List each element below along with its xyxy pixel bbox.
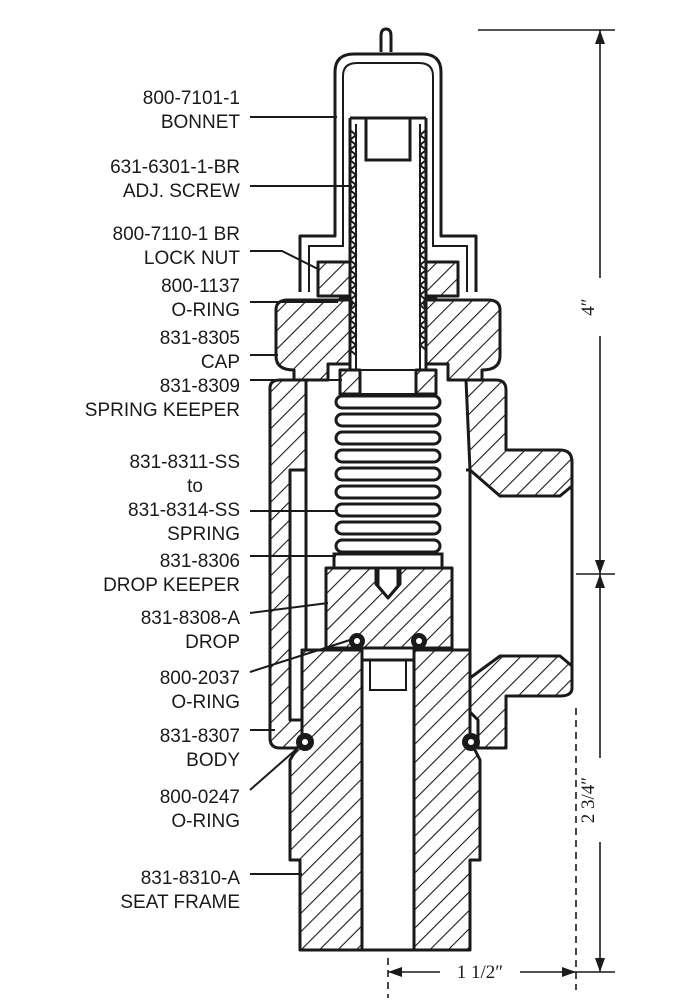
label-drop-keeper-number: 831-8306 [160, 551, 240, 572]
label-drop-keeper-name: DROP KEEPER [103, 575, 240, 596]
bonnet-shell [298, 27, 478, 292]
dimension-overall-height: 4″ [578, 298, 599, 315]
leader-lock-nut [250, 250, 321, 271]
label-spring-name: SPRING [167, 524, 240, 545]
label-drop-name: DROP [185, 632, 240, 653]
label-lock-nut-name: LOCK NUT [144, 248, 240, 269]
leader-drop [249, 602, 329, 614]
label-body-oring-number: 800-0247 [160, 787, 240, 808]
leader-drop-oring [249, 639, 351, 673]
dimension-lines [387, 29, 615, 998]
label-seat-frame-name: SEAT FRAME [120, 892, 240, 913]
label-body-oring-name: O-RING [171, 811, 240, 832]
dimension-width: 1 1/2″ [457, 962, 503, 983]
label-body-number: 831-8307 [160, 726, 240, 747]
label-seat-frame-number: 831-8310-A [141, 868, 241, 889]
label-cap-name: CAP [201, 352, 240, 373]
lock-nut [316, 260, 460, 298]
body-oring [296, 733, 480, 751]
seat-frame [288, 648, 482, 952]
valve-drawing [268, 27, 574, 952]
label-body-name: BODY [186, 750, 240, 771]
dimension-lower-height: 2 3/4″ [578, 777, 599, 823]
part-labels: 800-7101-1 BONNET 631-6301-1-BR ADJ. SCR… [85, 88, 241, 913]
drop [324, 566, 454, 650]
label-lock-nut-number: 800-7110-1 BR [113, 224, 240, 245]
label-drop-oring-number: 800-2037 [160, 668, 240, 689]
label-cap-number: 831-8305 [160, 328, 240, 349]
label-spring-keeper-number: 831-8309 [160, 376, 240, 397]
label-adj-screw-number: 631-6301-1-BR [110, 157, 240, 178]
label-spring-connector: to [187, 476, 203, 497]
adjusting-screw [348, 116, 428, 385]
label-upper-oring-name: O-RING [171, 300, 240, 321]
spring [334, 394, 442, 554]
leader-lines [249, 116, 352, 875]
label-bonnet-number: 800-7101-1 [143, 88, 240, 109]
leader-body-oring [249, 745, 301, 791]
label-adj-screw-name: ADJ. SCREW [123, 181, 240, 202]
label-spring-number-end: 831-8314-SS [128, 500, 240, 521]
label-bonnet-name: BONNET [161, 112, 241, 133]
spring-keeper [338, 368, 438, 396]
label-spring-keeper-name: SPRING KEEPER [85, 400, 240, 421]
label-drop-number: 831-8308-A [141, 608, 241, 629]
label-spring-number-start: 831-8311-SS [129, 452, 240, 473]
label-upper-oring-number: 800-1137 [161, 276, 240, 297]
label-drop-oring-name: O-RING [171, 692, 240, 713]
drop-oring [349, 633, 427, 649]
cap [274, 298, 502, 382]
